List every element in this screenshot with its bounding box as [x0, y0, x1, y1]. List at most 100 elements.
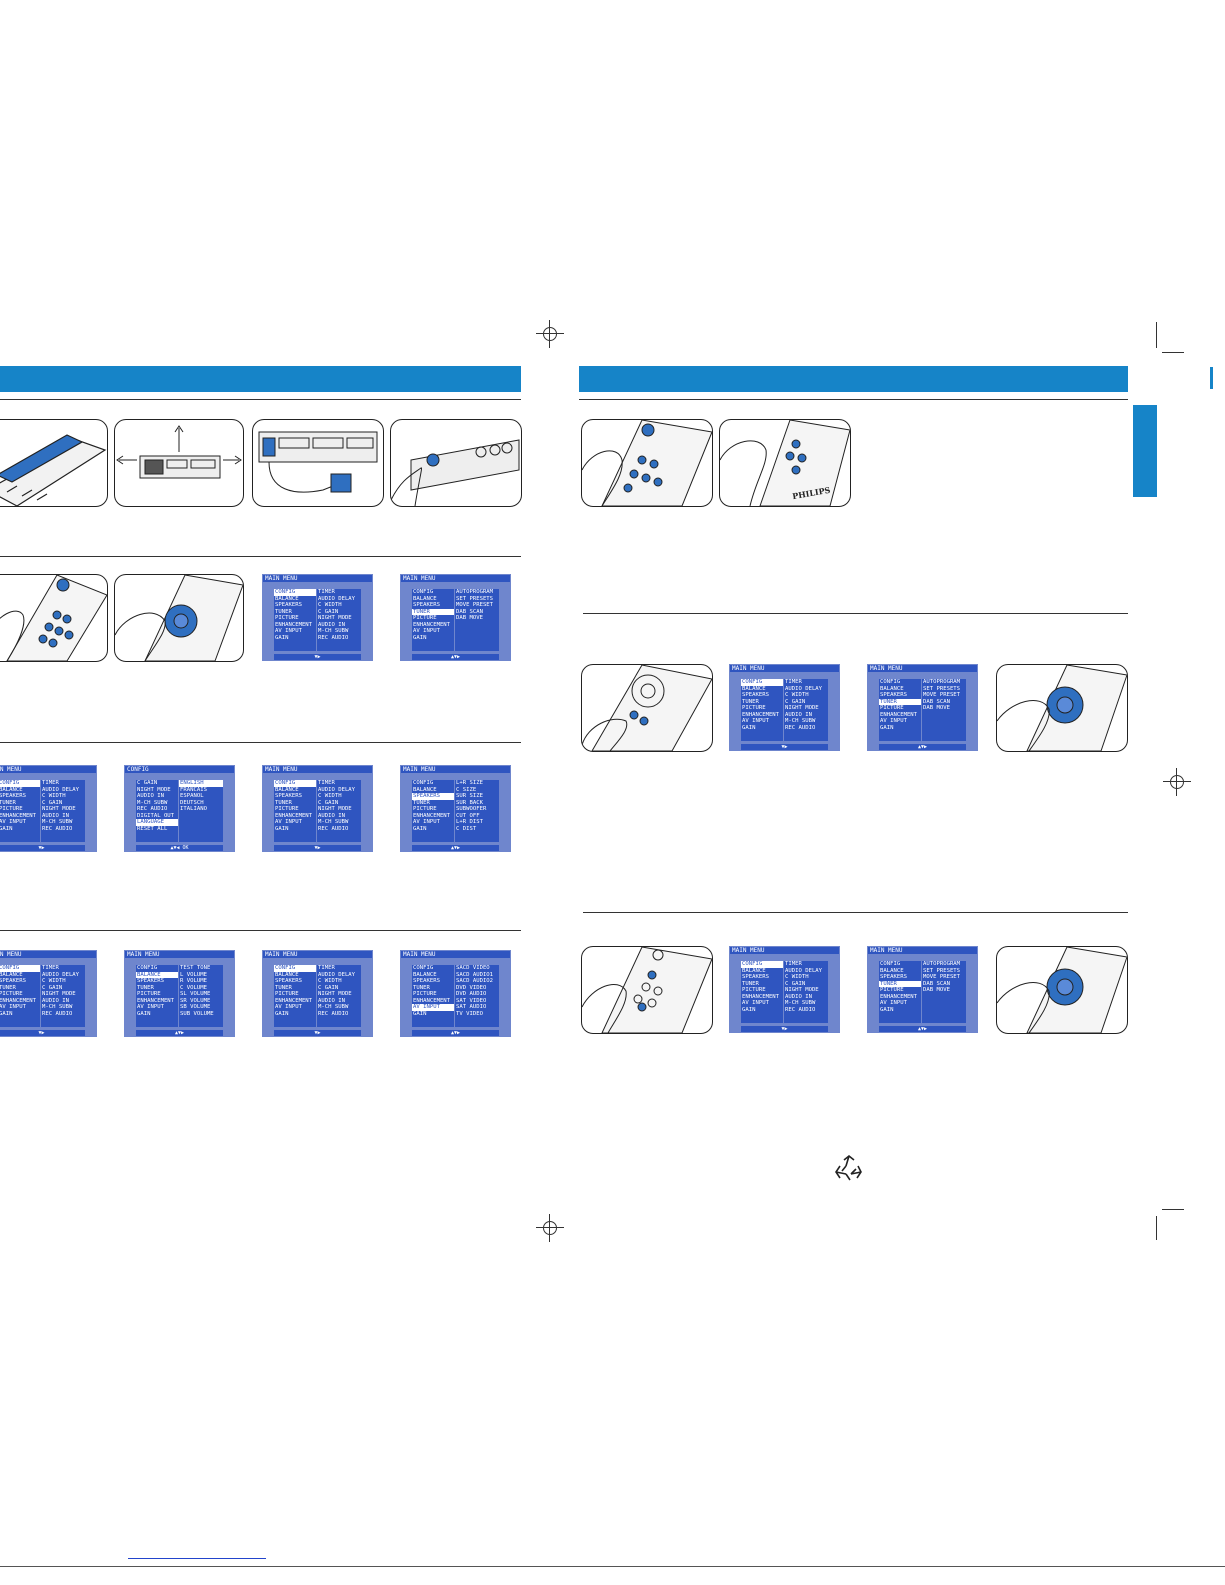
- osd-menu-item: PICTURE: [742, 705, 766, 711]
- osd-menu-item: CONFIG: [880, 679, 901, 685]
- osd-submenu-item: SAT VIDEO: [456, 997, 487, 1004]
- osd-menu-item: TUNER: [0, 984, 16, 991]
- osd-nav-hint: ▲▼▶: [136, 1030, 223, 1036]
- osd-menu-item: AV INPUT: [0, 819, 26, 825]
- osd-submenu-item: REC AUDIO: [318, 1010, 349, 1017]
- osd-title: MAIN MENU: [401, 766, 510, 773]
- osd-submenu-item: AUDIO IN: [42, 997, 69, 1004]
- osd-menu-item: GAIN: [413, 825, 427, 832]
- osd-menu-item: SPEAKERS: [275, 602, 302, 608]
- osd-submenu-item: NIGHT MODE: [318, 991, 352, 997]
- osd-menu-item: CONFIG: [880, 961, 901, 967]
- osd-menu-item: AV INPUT: [413, 628, 440, 634]
- osd-submenu-item: C GAIN: [318, 608, 339, 615]
- osd-submenu-item: REC AUDIO: [318, 634, 349, 641]
- osd-submenu-item: DEUTSCH: [180, 799, 204, 806]
- osd-title: MAIN MENU: [730, 665, 839, 672]
- osd-menu-item: CONFIG: [741, 679, 783, 686]
- remote-philips-illustration: PHILIPS: [719, 419, 851, 507]
- osd-nav-hint: ▼▶: [741, 744, 828, 750]
- osd-menu-item: AUDIO IN: [137, 793, 164, 799]
- osd-submenu-item: C GAIN: [318, 799, 339, 806]
- osd-menu-item: AV INPUT: [137, 1004, 164, 1010]
- osd-submenu-item: SET PRESETS: [923, 685, 961, 692]
- osd-menu-item: BALANCE: [742, 967, 766, 974]
- osd-submenu-item: C WIDTH: [785, 974, 809, 980]
- crop-mark: [1162, 352, 1184, 353]
- crop-mark: [1210, 367, 1213, 389]
- remote-setup-right-illustration: [581, 419, 713, 507]
- osd-submenu-item: TIMER: [42, 965, 59, 971]
- osd-menu-item: AV INPUT: [742, 718, 769, 724]
- osd-menu-item: BALANCE: [275, 971, 299, 978]
- osd-submenu-item: NIGHT MODE: [42, 991, 76, 997]
- osd-menu-item: ENHANCEMENT: [742, 711, 780, 718]
- osd-title: MAIN MENU: [263, 766, 372, 773]
- osd-submenu-item: REC AUDIO: [785, 1006, 816, 1013]
- osd-submenu-item: AUTOPROGRAM: [923, 961, 961, 967]
- osd-submenu-item: REC AUDIO: [42, 825, 73, 832]
- osd-menu-item: SPEAKERS: [742, 974, 769, 980]
- osd-submenu-item: M-CH SUBW: [318, 1004, 349, 1010]
- osd-menu-item: ENHANCEMENT: [413, 621, 451, 628]
- osd-submenu-item: SUR SIZE: [456, 793, 483, 799]
- osd-title: CONFIG: [125, 766, 234, 773]
- osd-nav-hint: ▼▶: [274, 654, 361, 660]
- osd-submenu-item: C WIDTH: [42, 978, 66, 984]
- osd-menu-item: CONFIG: [413, 780, 434, 786]
- osd-menu-item: ENHANCEMENT: [275, 812, 313, 819]
- osd-menu-item: PICTURE: [413, 991, 437, 997]
- osd-menu-item: SPEAKERS: [137, 978, 164, 984]
- remote-number-right-illustration: [581, 946, 713, 1034]
- osd-menu-item: SPEAKERS: [0, 978, 26, 984]
- osd-menu-item: GAIN: [275, 825, 289, 832]
- osd-submenu-item: TIMER: [42, 780, 59, 786]
- osd-submenu-item: TIMER: [318, 965, 335, 971]
- osd-menu-item: TUNER: [275, 984, 292, 991]
- osd-submenu-item: CUT OFF: [456, 812, 480, 819]
- remote-ok-right-3-illustration: [996, 946, 1128, 1034]
- osd-submenu-item: DVD VIDEO: [456, 984, 487, 991]
- osd-title: MAIN MENU: [125, 951, 234, 958]
- osd-menu-item: BALANCE: [880, 967, 904, 974]
- osd-submenu-item: C GAIN: [785, 980, 806, 987]
- osd-submenu-item: TEST TONE: [180, 965, 211, 971]
- divider: [0, 930, 521, 931]
- osd-submenu-item: AUDIO DELAY: [318, 971, 356, 978]
- osd-menu-item: SPEAKERS: [412, 793, 454, 800]
- osd-menu-item: AV INPUT: [880, 718, 907, 724]
- divider: [583, 613, 1128, 614]
- osd-menu-item: SPEAKERS: [0, 793, 26, 799]
- osd-submenu-item: C WIDTH: [785, 692, 809, 698]
- divider: [0, 1566, 1225, 1567]
- osd-screen: MAIN MENUCONFIGBALANCESPEAKERSTUNERPICTU…: [0, 765, 97, 852]
- osd-submenu-item: AUDIO DELAY: [42, 971, 80, 978]
- osd-menu-item: ENHANCEMENT: [880, 711, 918, 718]
- power-button-illustration: [390, 419, 522, 507]
- osd-submenu-item: AUDIO DELAY: [42, 786, 80, 793]
- osd-submenu-item: SL VOLUME: [180, 991, 211, 997]
- recycle-icon: [833, 1154, 865, 1186]
- osd-menu-item: PICTURE: [880, 987, 904, 993]
- remote-ok-right-1-illustration: [581, 664, 713, 752]
- osd-menu-item: AV INPUT: [413, 819, 440, 825]
- divider: [579, 399, 1128, 400]
- osd-nav-hint: ▼▶: [741, 1026, 828, 1032]
- osd-nav-hint: ▲▼▶: [879, 744, 966, 750]
- battery-insertion-illustration: [0, 419, 108, 507]
- osd-submenu-item: SUB VOLUME: [180, 1010, 214, 1017]
- osd-submenu-item: DVD AUDIO: [456, 991, 487, 997]
- osd-menu-item: BALANCE: [275, 595, 299, 602]
- osd-menu-item: SPEAKERS: [413, 602, 440, 608]
- osd-submenu-item: SB VOLUME: [180, 1004, 211, 1010]
